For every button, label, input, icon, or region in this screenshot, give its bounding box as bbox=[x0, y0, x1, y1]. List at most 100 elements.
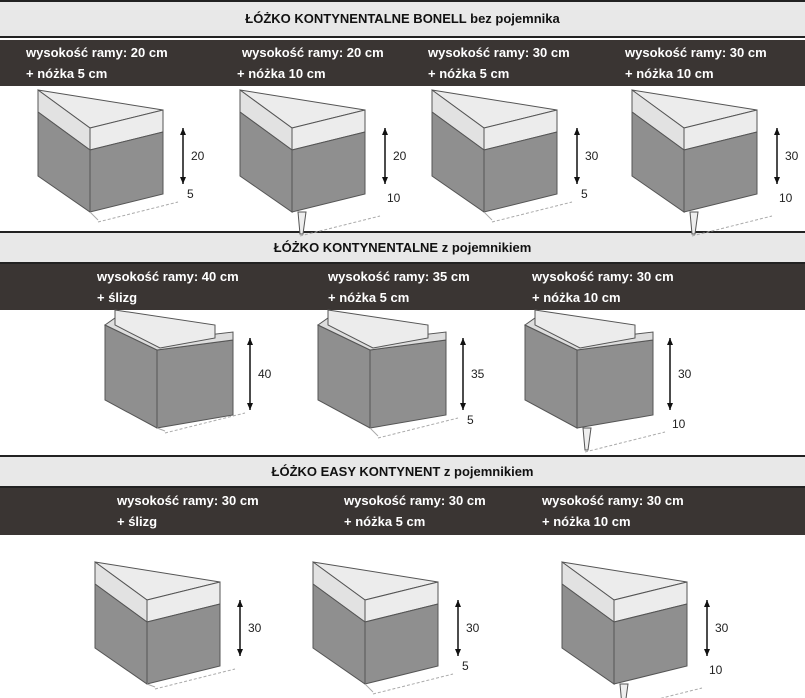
dimension-baseline bbox=[584, 431, 666, 453]
base-line bbox=[89, 211, 99, 221]
frame-height-label: wysokość ramy: 30 cm bbox=[117, 493, 259, 508]
height-label: 30 bbox=[585, 149, 599, 163]
arrow-head-down bbox=[455, 649, 461, 656]
bed-diagram-storage: 40 bbox=[104, 309, 272, 434]
arrow-head-up bbox=[382, 128, 388, 135]
arrow-head-down bbox=[180, 177, 186, 184]
arrow-head-up bbox=[460, 338, 466, 345]
frame-right-face bbox=[483, 131, 558, 213]
frame-height-label: wysokość ramy: 30 cm bbox=[542, 493, 684, 508]
leg-height-label: 10 bbox=[779, 191, 793, 205]
leg-option-label: + nóżka 5 cm bbox=[428, 66, 510, 81]
leg-option-label: + nóżka 10 cm bbox=[237, 66, 326, 81]
arrow-head-up bbox=[667, 338, 673, 345]
dimension-baseline bbox=[691, 215, 773, 237]
bed-diagram-bonell: 30 5 bbox=[431, 89, 599, 223]
arrow-head-down bbox=[774, 177, 780, 184]
arrow-head-down bbox=[237, 649, 243, 656]
dimension-baseline bbox=[659, 687, 703, 698]
dimension-baseline bbox=[372, 673, 454, 695]
height-label: 20 bbox=[191, 149, 205, 163]
frame-right-face bbox=[613, 603, 688, 685]
leg-height-label: 5 bbox=[581, 187, 588, 201]
height-label: 20 bbox=[393, 149, 407, 163]
frame-right-face bbox=[683, 131, 758, 213]
arrow-head-down bbox=[667, 403, 673, 410]
leg-option-label: + nóżka 5 cm bbox=[328, 290, 410, 305]
leg-icon bbox=[297, 211, 307, 235]
bed-diagram-bonell: 20 5 bbox=[37, 89, 205, 223]
frame-right-face bbox=[146, 603, 221, 685]
base-line bbox=[364, 683, 374, 693]
dimension-baseline bbox=[377, 417, 459, 439]
frame-right-face bbox=[576, 339, 654, 429]
base-line bbox=[369, 427, 379, 437]
bed-diagram-storage: 30 10 bbox=[524, 309, 692, 453]
height-label: 35 bbox=[471, 367, 485, 381]
arrow-head-up bbox=[247, 338, 253, 345]
mattress bbox=[534, 309, 636, 349]
frame-height-label: wysokość ramy: 20 cm bbox=[242, 45, 384, 60]
section-title-storage: ŁÓŻKO KONTYNENTALNE z pojemnikiem bbox=[0, 231, 805, 264]
arrow-head-down bbox=[247, 403, 253, 410]
frame-height-label: wysokość ramy: 30 cm bbox=[344, 493, 486, 508]
dimension-baseline bbox=[97, 201, 179, 223]
arrow-head-up bbox=[704, 600, 710, 607]
height-label: 30 bbox=[678, 367, 692, 381]
section-title-bonell: ŁÓŻKO KONTYNENTALNE BONELL bez pojemnika bbox=[0, 0, 805, 38]
height-label: 40 bbox=[258, 367, 272, 381]
leg-icon bbox=[619, 683, 629, 698]
dimension-baseline bbox=[164, 412, 246, 434]
frame-right-face bbox=[89, 131, 164, 213]
base-line bbox=[156, 427, 166, 432]
height-label: 30 bbox=[715, 621, 729, 635]
arrow-head-down bbox=[382, 177, 388, 184]
mattress bbox=[114, 309, 216, 349]
arrow-head-up bbox=[180, 128, 186, 135]
leg-height-label: 10 bbox=[387, 191, 401, 205]
section-header-easy bbox=[0, 488, 805, 535]
leg-option-label: + nóżka 5 cm bbox=[26, 66, 108, 81]
dimension-baseline bbox=[491, 201, 573, 223]
frame-right-face bbox=[156, 339, 234, 429]
frame-right-face bbox=[291, 131, 366, 213]
arrow-head-down bbox=[460, 403, 466, 410]
frame-height-label: wysokość ramy: 40 cm bbox=[97, 269, 239, 284]
frame-right-face bbox=[369, 339, 447, 429]
leg-height-label: 5 bbox=[187, 187, 194, 201]
leg-option-label: + nóżka 10 cm bbox=[542, 514, 631, 529]
bed-diagram-easy: 30 10 bbox=[561, 561, 729, 698]
base-line bbox=[146, 683, 156, 688]
base-line bbox=[483, 211, 493, 221]
leg-height-label: 5 bbox=[462, 659, 469, 673]
mattress bbox=[327, 309, 429, 349]
leg-icon bbox=[582, 427, 592, 451]
arrow-head-up bbox=[237, 600, 243, 607]
arrow-head-down bbox=[574, 177, 580, 184]
leg-option-label: + nóżka 10 cm bbox=[532, 290, 621, 305]
leg-option-label: + nóżka 10 cm bbox=[625, 66, 714, 81]
section-header-storage bbox=[0, 264, 805, 310]
bed-diagram-storage: 355 bbox=[317, 309, 485, 439]
frame-right-face bbox=[364, 603, 439, 685]
dimension-baseline bbox=[299, 215, 381, 237]
section-header-bonell bbox=[0, 40, 805, 86]
bed-diagram-easy: 30 5 bbox=[312, 561, 480, 695]
height-label: 30 bbox=[248, 621, 262, 635]
dimension-baseline bbox=[154, 668, 236, 690]
frame-height-label: wysokość ramy: 20 cm bbox=[26, 45, 168, 60]
leg-icon bbox=[689, 211, 699, 235]
frame-height-label: wysokość ramy: 35 cm bbox=[328, 269, 470, 284]
arrow-head-up bbox=[774, 128, 780, 135]
frame-height-label: wysokość ramy: 30 cm bbox=[532, 269, 674, 284]
height-label: 30 bbox=[466, 621, 480, 635]
leg-height-label: 10 bbox=[709, 663, 723, 677]
arrow-head-down bbox=[704, 649, 710, 656]
leg-option-label: + nóżka 5 cm bbox=[344, 514, 426, 529]
leg-option-label: + ślizg bbox=[97, 290, 138, 305]
arrow-head-up bbox=[574, 128, 580, 135]
leg-option-label: + ślizg bbox=[117, 514, 158, 529]
leg-height-label: 10 bbox=[672, 417, 686, 431]
